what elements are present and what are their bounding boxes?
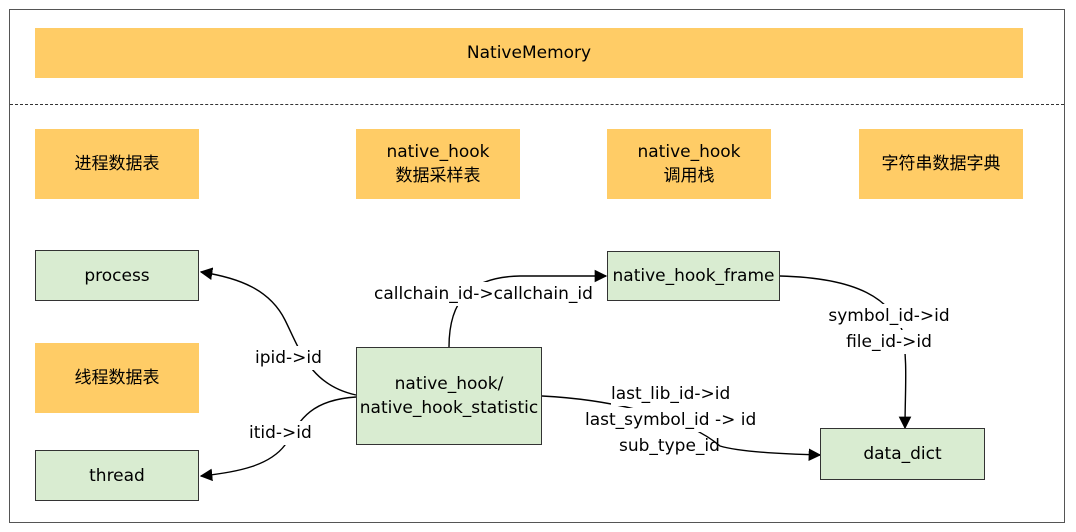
header-native-memory: NativeMemory bbox=[35, 28, 1023, 78]
category-native-hook-call-line2: 调用栈 bbox=[663, 166, 715, 186]
relation-last-symbol: last_symbol_id -> id bbox=[585, 408, 757, 432]
edge-last-lib bbox=[541, 395, 822, 462]
edge-itid bbox=[199, 396, 357, 482]
relation-callchain: callchain_id->callchain_id bbox=[374, 282, 593, 306]
table-native-hook: native_hook/ native_hook_statistic bbox=[356, 347, 542, 445]
table-process-label: process bbox=[84, 265, 150, 286]
category-native-hook-sample: native_hook 数据采样表 bbox=[356, 129, 520, 199]
category-native-hook-sample-line1: native_hook bbox=[386, 142, 490, 162]
table-data-dict-label: data_dict bbox=[863, 444, 942, 464]
relation-last-lib: last_lib_id->id bbox=[611, 382, 731, 406]
relation-file: file_id->id bbox=[843, 330, 935, 354]
relation-symbol: symbol_id->id bbox=[828, 304, 950, 328]
category-process-table: 进程数据表 bbox=[35, 129, 199, 199]
category-process-label: 进程数据表 bbox=[74, 154, 160, 174]
table-data-dict: data_dict bbox=[820, 428, 985, 480]
table-native-hook-frame-label: native_hook_frame bbox=[612, 266, 775, 286]
table-native-hook-line2: native_hook_statistic bbox=[359, 398, 539, 418]
category-thread-table: 线程数据表 bbox=[35, 343, 199, 413]
table-process: process bbox=[35, 250, 199, 301]
relation-itid: itid->id bbox=[249, 421, 312, 445]
diagram-frame bbox=[9, 9, 1065, 523]
edge-ipid bbox=[199, 267, 357, 396]
header-title: NativeMemory bbox=[466, 43, 592, 63]
category-native-hook-callstack: native_hook 调用栈 bbox=[607, 129, 771, 199]
table-native-hook-line1: native_hook/ bbox=[394, 374, 504, 394]
category-string-dict-label: 字符串数据字典 bbox=[881, 154, 1001, 174]
category-native-hook-sample-line2: 数据采样表 bbox=[395, 166, 481, 186]
category-native-hook-call-line1: native_hook bbox=[637, 142, 741, 162]
category-string-dict: 字符串数据字典 bbox=[859, 129, 1023, 199]
category-thread-label: 线程数据表 bbox=[74, 368, 160, 388]
relation-sub-type: sub_type_id bbox=[619, 436, 720, 456]
table-thread-label: thread bbox=[89, 465, 145, 486]
table-thread: thread bbox=[35, 450, 199, 501]
table-native-hook-frame: native_hook_frame bbox=[607, 251, 780, 301]
relation-ipid: ipid->id bbox=[255, 346, 322, 370]
dashed-separator bbox=[10, 104, 1064, 105]
